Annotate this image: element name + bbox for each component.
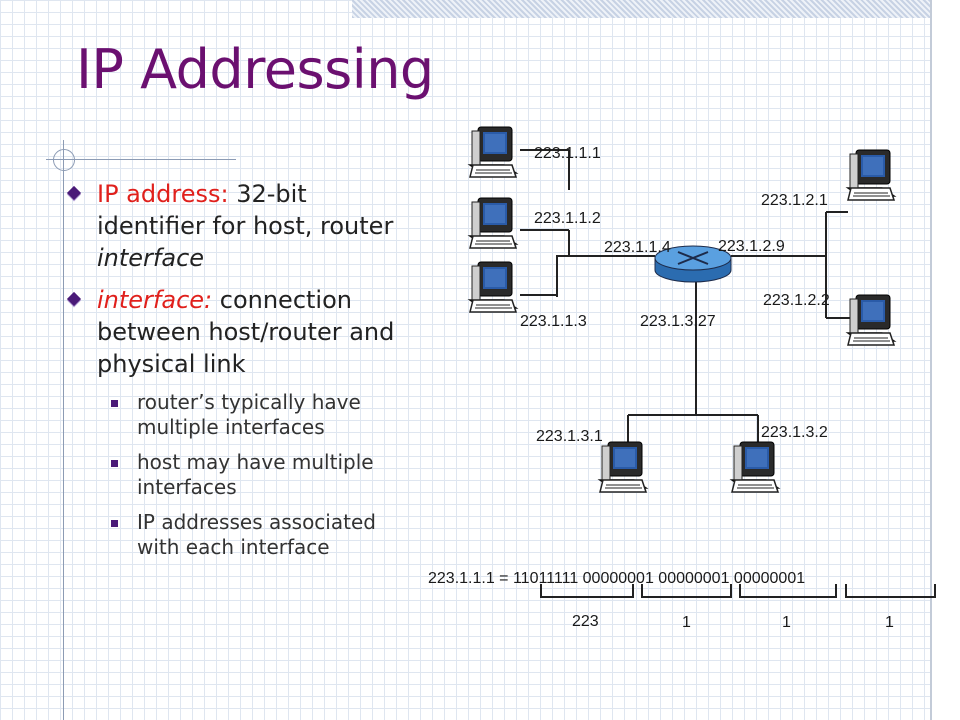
subbullet-ip-addresses: IP addresses associated with each interf… [63,510,407,560]
subbullet-text: router’s typically have multiple interfa… [137,390,361,439]
decorative-line-vertical [63,140,64,720]
computer-icon [731,441,779,493]
ip-label-host-7: 223.1.3.2 [761,424,828,441]
diamond-bullet-icon [66,185,82,201]
binary-equation: 223.1.1.1 = 11011111 00000001 00000001 0… [428,570,805,587]
bullet-text: 32-bit identifier for host, router [97,180,394,240]
network-links [520,149,850,448]
subbullet-text: host may have multiple interfaces [137,450,374,499]
ip-label-host-5: 223.1.2.2 [763,292,830,309]
byte-decimal: 1 [682,614,691,631]
bullet-ip-address: IP address: 32-bit identifier for host, … [63,178,403,274]
ip-label-router-3: 223.1.3.27 [640,313,716,330]
ip-label-host-4: 223.1.2.1 [761,192,828,209]
ip-label-host-2: 223.1.1.2 [534,210,601,227]
ip-label-host-3: 223.1.1.3 [520,313,587,330]
subbullet-text: IP addresses associated with each interf… [137,510,376,559]
subbullet-host: host may have multiple interfaces [63,450,407,500]
ip-label-host-1: 223.1.1.1 [534,145,601,162]
diamond-bullet-icon [66,291,82,307]
square-bullet-icon [111,400,118,407]
bullet-highlight: IP address: [97,180,229,208]
right-decoration-bar [930,0,960,720]
decorative-line-horizontal [46,159,236,160]
ip-label-host-6: 223.1.3.1 [536,428,603,445]
ip-label-router-1: 223.1.1.4 [604,239,671,256]
top-decoration-bar [352,0,932,18]
byte-decimal: 1 [885,614,894,631]
bullet-italic: interface [97,244,205,272]
computer-icon [599,441,647,493]
computer-icon [469,261,517,313]
bullet-text: connection between host/router and physi… [97,286,395,378]
byte-decimal: 223 [572,613,599,630]
bullet-list: IP address: 32-bit identifier for host, … [63,178,403,570]
bullet-interface: interface: connection between host/route… [63,284,403,380]
router-icon [654,245,732,283]
subbullet-router: router’s typically have multiple interfa… [63,390,407,440]
decorative-circle [53,149,75,171]
square-bullet-icon [111,460,118,467]
computer-icon [469,197,517,249]
computer-icon [847,149,895,201]
byte-decimal: 1 [782,614,791,631]
bullet-highlight: interface: [97,286,213,314]
byte-brackets [540,584,936,598]
slide-title: IP Addressing [76,38,434,101]
ip-label-router-2: 223.1.2.9 [718,238,785,255]
network-diagram: 223.1.1.1 223.1.1.2 223.1.1.3 223.1.1.4 … [428,126,936,631]
square-bullet-icon [111,520,118,527]
computer-icon [469,126,517,178]
computer-icon [847,294,895,346]
